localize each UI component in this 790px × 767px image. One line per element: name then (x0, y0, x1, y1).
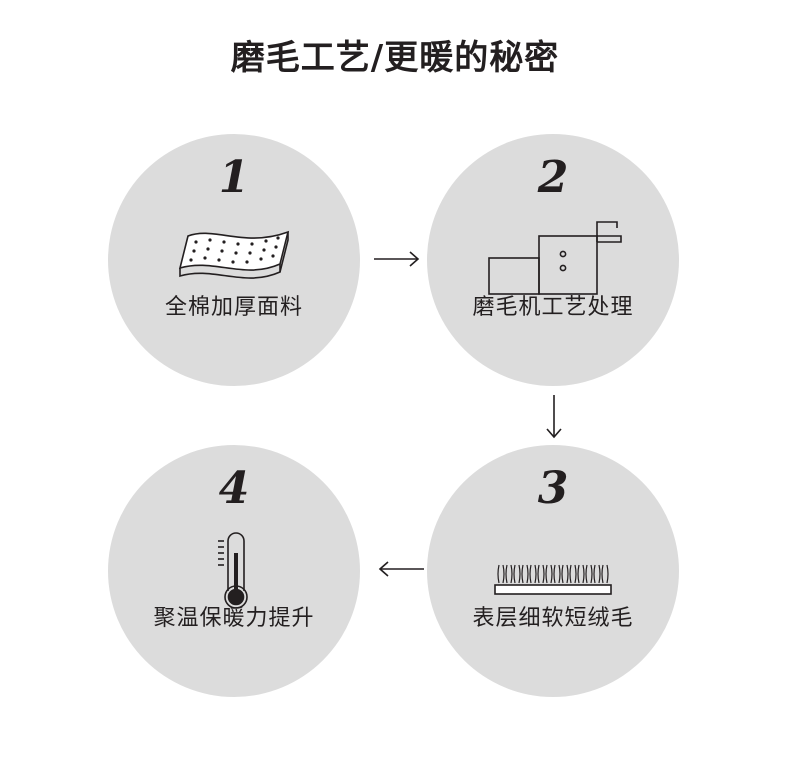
step-2-number: 2 (537, 152, 569, 203)
short-fleece-icon (494, 564, 612, 595)
step-2-label: 磨毛机工艺处理 (472, 295, 634, 320)
step-1-number: 1 (218, 152, 250, 203)
step-1-label: 全棉加厚面料 (164, 295, 303, 320)
step-4-number: 4 (218, 463, 250, 514)
thermometer-icon (218, 532, 248, 609)
arrow-down-icon (546, 395, 562, 439)
step-3-circle: 3 表层细软短绒毛 (427, 445, 679, 697)
step-2-circle: 2 磨毛机工艺处理 (427, 134, 679, 386)
arrow-left-icon (378, 561, 424, 577)
brushing-machine-icon (488, 221, 622, 295)
step-4-circle: 4 聚温保暖力提升 (108, 445, 360, 697)
page-title: 磨毛工艺/更暖的秘密 (230, 38, 560, 78)
step-3-label: 表层细软短绒毛 (472, 606, 634, 631)
step-4-label: 聚温保暖力提升 (153, 606, 315, 631)
step-1-circle: 1 全棉加厚面料 (108, 134, 360, 386)
arrow-right-icon (374, 251, 420, 267)
fabric-icon (178, 230, 290, 279)
step-3-number: 3 (537, 463, 569, 514)
